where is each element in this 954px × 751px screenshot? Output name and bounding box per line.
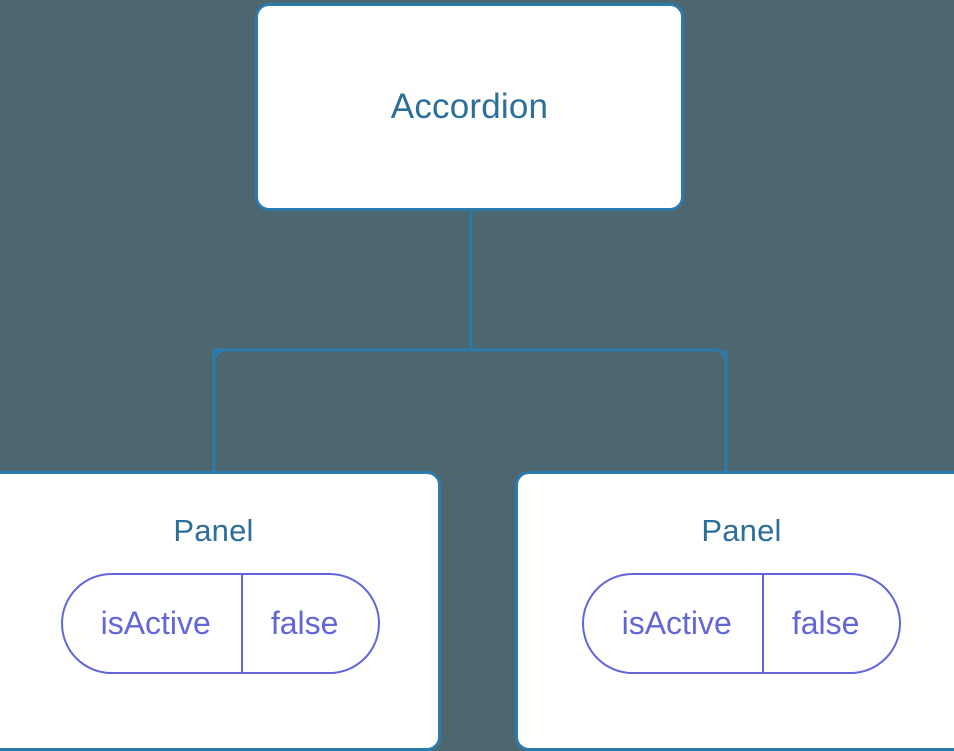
state-pill-panel-right[interactable]: isActive false — [581, 573, 902, 675]
state-value-isactive-left: false — [270, 605, 339, 642]
state-pill-panel-left[interactable]: isActive false — [60, 573, 381, 675]
node-accordion[interactable]: Accordion — [255, 3, 684, 211]
state-key-isactive-left: isActive — [63, 575, 243, 673]
node-panel-left[interactable]: Panel isActive false — [0, 471, 441, 751]
node-panel-right-title: Panel — [701, 513, 782, 548]
state-key-isactive-right: isActive — [584, 575, 764, 673]
component-tree-diagram: Accordion Panel isActive false Panel isA… — [0, 3, 954, 751]
state-value-isactive-right: false — [791, 605, 860, 642]
connector-edge-accordion-to-panels — [212, 209, 728, 473]
connector-corner-right — [713, 348, 728, 363]
node-panel-left-title: Panel — [173, 513, 254, 548]
connector-corner-left — [212, 348, 227, 363]
node-panel-right[interactable]: Panel isActive false — [515, 471, 954, 751]
node-accordion-title: Accordion — [390, 86, 549, 126]
